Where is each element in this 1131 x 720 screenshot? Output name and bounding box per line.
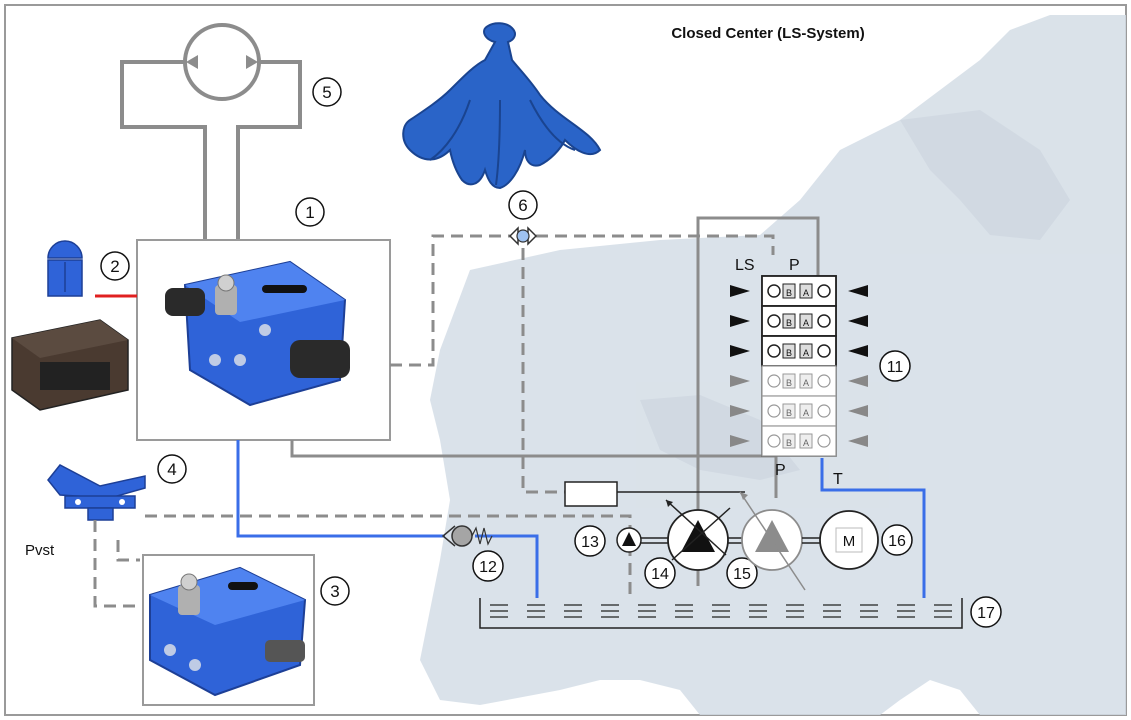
- svg-text:B: B: [786, 348, 792, 358]
- pump-14-15: [665, 499, 742, 571]
- pressure-lines: [290, 216, 820, 586]
- callout-2: 2: [100, 251, 130, 281]
- callout-4: 4: [157, 454, 187, 484]
- joystick-2: [47, 240, 83, 297]
- svg-text:A: A: [803, 438, 809, 448]
- svg-text:B: B: [786, 438, 792, 448]
- callout-15: 15: [726, 557, 758, 589]
- callout-13: 13: [574, 525, 606, 557]
- motor-line-left: [120, 60, 207, 240]
- valve-section: B A: [730, 365, 868, 397]
- svg-text:B: B: [786, 378, 792, 388]
- callout-12: 12: [472, 550, 504, 582]
- svg-text:15: 15: [733, 566, 751, 583]
- valve-section: B A: [730, 395, 868, 427]
- svg-text:4: 4: [167, 460, 176, 479]
- valve-3: [142, 554, 315, 706]
- directional-valve-1: [136, 239, 391, 441]
- svg-text:14: 14: [651, 566, 669, 583]
- motor-label: M: [843, 533, 856, 550]
- svg-text:17: 17: [977, 605, 995, 622]
- callout-11: 11: [879, 350, 911, 382]
- svg-text:A: A: [803, 288, 809, 298]
- valve-section: B A: [730, 335, 868, 367]
- valve-section: B A: [730, 275, 868, 307]
- p-top-label: P: [789, 257, 800, 274]
- hydraulic-motor-5: [120, 23, 302, 240]
- electric-motor-16: M: [819, 510, 879, 570]
- control-module: [11, 319, 129, 411]
- svg-text:B: B: [786, 408, 792, 418]
- valve-section: B A: [730, 425, 868, 457]
- t-label: T: [833, 471, 843, 488]
- svg-text:B: B: [786, 318, 792, 328]
- valve-section: B A: [730, 305, 868, 337]
- callout-17: 17: [970, 596, 1002, 628]
- small-pump-13: [616, 527, 670, 553]
- check-valve-12: [441, 525, 493, 547]
- variable-pump: [739, 491, 820, 591]
- compensator-box: [564, 481, 618, 507]
- callout-6: 6: [508, 190, 538, 220]
- svg-text:A: A: [803, 378, 809, 388]
- shuttle-valve-6: [508, 226, 538, 246]
- valve-bank-11: LS P B A B A: [730, 257, 868, 488]
- motor-line-right: [236, 60, 302, 240]
- callout-3: 3: [320, 576, 350, 606]
- svg-text:13: 13: [581, 534, 599, 551]
- callout-14: 14: [644, 557, 676, 589]
- foot-pedal-4: [47, 464, 146, 521]
- callout-5: 5: [312, 77, 342, 107]
- grapple-illustration: [402, 22, 602, 190]
- svg-text:B: B: [786, 288, 792, 298]
- svg-text:1: 1: [305, 203, 314, 222]
- pvst-label: Pvst: [25, 542, 55, 559]
- motor-triangle-right: [246, 55, 258, 69]
- svg-text:A: A: [803, 408, 809, 418]
- svg-text:16: 16: [888, 533, 906, 550]
- diagram-title: Closed Center (LS-System): [671, 25, 864, 42]
- callout-1: 1: [295, 197, 325, 227]
- pilot-lines: [93, 234, 775, 608]
- tank-17: [479, 598, 963, 629]
- p-bottom-label: P: [775, 462, 786, 479]
- svg-text:11: 11: [887, 359, 904, 376]
- callout-16: 16: [881, 524, 913, 556]
- svg-text:5: 5: [322, 83, 331, 102]
- ls-label: LS: [735, 257, 755, 274]
- svg-text:6: 6: [518, 196, 527, 215]
- tank-lines: [236, 440, 926, 598]
- svg-text:12: 12: [479, 559, 497, 576]
- svg-text:A: A: [803, 348, 809, 358]
- motor-triangle-left: [186, 55, 198, 69]
- svg-text:3: 3: [330, 582, 339, 601]
- svg-text:2: 2: [110, 257, 119, 276]
- svg-text:A: A: [803, 318, 809, 328]
